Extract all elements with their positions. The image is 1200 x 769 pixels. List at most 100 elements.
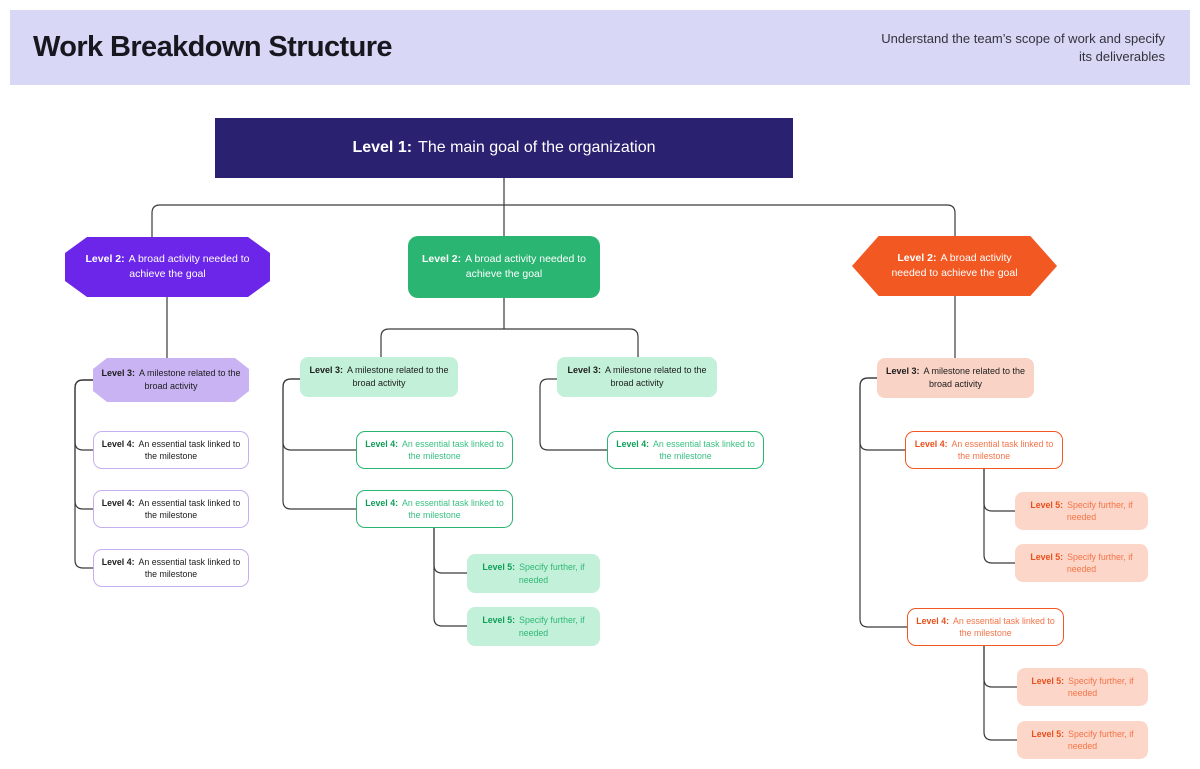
level4-task-node[interactable]: Level 4:An essential task linked to the … [356, 431, 513, 469]
level4-label-text: An essential task linked to the mileston… [953, 615, 1055, 638]
connector [380, 328, 639, 357]
level4-label-text: An essential task linked to the mileston… [402, 497, 504, 520]
level3-label-text: A milestone related to the broad activit… [346, 365, 449, 388]
level2-activity3-label-bold: Level 2: [897, 252, 937, 265]
level4-label-bold: Level 4: [616, 438, 650, 449]
level4-label-bold: Level 4: [916, 615, 950, 626]
level4-task-node[interactable]: Level 4:An essential task linked to the … [905, 431, 1063, 469]
level3-milestone-node[interactable]: Level 3:A milestone related to the broad… [557, 357, 717, 397]
level1-goal-node[interactable]: Level 1: The main goal of the organizatio… [215, 118, 793, 178]
level4-label: Level 4:An essential task linked to the … [97, 556, 245, 581]
level2-activity3-label-text: A broad activity needed to achieve the g… [891, 252, 1018, 279]
connector [74, 379, 93, 510]
level4-label-bold: Level 4: [914, 438, 948, 449]
level5-label-bold: Level 5: [1031, 728, 1065, 739]
connector [983, 469, 1015, 512]
level2-activity1-label: Level 2:A broad activity needed to achie… [81, 252, 254, 281]
level4-label: Level 4:An essential task linked to the … [611, 438, 760, 463]
level3-milestone-node[interactable]: Level 3:A milestone related to the broad… [877, 358, 1034, 398]
level5-label-text: Specify further, if needed [518, 615, 585, 638]
level2-activity3-label: Level 2:A broad activity needed to achie… [882, 251, 1027, 280]
level4-label-bold: Level 4: [101, 497, 135, 508]
level5-label-text: Specify further, if needed [1066, 499, 1133, 522]
level5-label-bold: Level 5: [1030, 551, 1064, 562]
level5-detail-node[interactable]: Level 5:Specify further, if needed [1015, 492, 1148, 530]
level3-milestone-node[interactable]: Level 3:A milestone related to the broad… [93, 358, 249, 402]
level4-task-node[interactable]: Level 4:An essential task linked to the … [93, 431, 249, 469]
level4-label-text: An essential task linked to the mileston… [138, 497, 241, 520]
level5-detail-node[interactable]: Level 5:Specify further, if needed [467, 554, 600, 593]
level4-label: Level 4:An essential task linked to the … [97, 438, 245, 463]
level2-activity3-node[interactable]: Level 2:A broad activity needed to achie… [852, 236, 1057, 296]
connector [433, 528, 467, 574]
connector [983, 469, 1015, 564]
level5-label-bold: Level 5: [482, 615, 516, 626]
connector [983, 646, 1017, 688]
connector [74, 379, 93, 451]
level5-label-text: Specify further, if needed [1067, 675, 1134, 698]
page-subtitle: Understand the team’s scope of work and … [881, 31, 1165, 64]
level4-label-text: An essential task linked to the mileston… [653, 438, 755, 461]
level4-task-node[interactable]: Level 4:An essential task linked to the … [93, 490, 249, 528]
level3-label: Level 3:A milestone related to the broad… [101, 367, 241, 392]
level4-label-bold: Level 4: [101, 438, 135, 449]
level5-detail-node[interactable]: Level 5:Specify further, if needed [467, 607, 600, 646]
level4-label: Level 4:An essential task linked to the … [97, 497, 245, 522]
connector [433, 528, 467, 627]
level2-activity2-label: Level 2:A broad activity needed to achie… [416, 252, 592, 281]
level2-activity2-node[interactable]: Level 2:A broad activity needed to achie… [408, 236, 600, 298]
connector [151, 204, 956, 240]
level2-activity2-label-text: A broad activity needed to achieve the g… [465, 253, 586, 280]
level4-label-bold: Level 4: [365, 438, 399, 449]
page-header: Work Breakdown Structure Understand the … [10, 10, 1190, 85]
connector [282, 378, 356, 510]
level5-detail-node[interactable]: Level 5:Specify further, if needed [1017, 721, 1148, 759]
level3-label-bold: Level 3: [885, 366, 920, 377]
level3-label: Level 3:A milestone related to the broad… [557, 364, 717, 389]
level2-activity2-label-bold: Level 2: [422, 253, 462, 266]
level4-label: Level 4:An essential task linked to the … [909, 438, 1059, 463]
level3-label-text: A milestone related to the broad activit… [138, 368, 241, 391]
level4-label-text: An essential task linked to the mileston… [402, 438, 504, 461]
level4-task-node[interactable]: Level 4:An essential task linked to the … [93, 549, 249, 587]
level5-label: Level 5:Specify further, if needed [1023, 728, 1142, 753]
level3-label-bold: Level 3: [309, 365, 343, 376]
level4-label: Level 4:An essential task linked to the … [360, 438, 509, 463]
connector [539, 378, 607, 451]
level5-label-text: Specify further, if needed [1066, 551, 1133, 574]
level5-label: Level 5:Specify further, if needed [1023, 675, 1142, 700]
level3-label: Level 3:A milestone related to the broad… [300, 364, 458, 389]
level5-label: Level 5:Specify further, if needed [1021, 499, 1142, 524]
level4-task-node[interactable]: Level 4:An essential task linked to the … [356, 490, 513, 528]
level3-label: Level 3:A milestone related to the broad… [877, 365, 1034, 390]
level5-label-text: Specify further, if needed [1067, 728, 1134, 751]
level4-label-text: An essential task linked to the mileston… [951, 438, 1054, 461]
level4-label-text: An essential task linked to the mileston… [138, 438, 241, 461]
level4-task-node[interactable]: Level 4:An essential task linked to the … [907, 608, 1064, 646]
level5-label-bold: Level 5: [482, 562, 516, 573]
level3-label-text: A milestone related to the broad activit… [604, 365, 707, 388]
level5-detail-node[interactable]: Level 5:Specify further, if needed [1017, 668, 1148, 706]
level5-label-text: Specify further, if needed [518, 562, 585, 585]
level1-label: The main goal of the organization [418, 138, 656, 156]
level5-label: Level 5:Specify further, if needed [473, 561, 594, 586]
level4-label: Level 4:An essential task linked to the … [360, 497, 509, 522]
level3-label-bold: Level 3: [101, 368, 135, 379]
level4-label: Level 4:An essential task linked to the … [911, 615, 1060, 640]
level3-label-text: A milestone related to the broad activit… [923, 366, 1026, 389]
page-title: Work Breakdown Structure [33, 31, 393, 63]
level4-label-text: An essential task linked to the mileston… [138, 556, 241, 579]
level5-label-bold: Level 5: [1031, 675, 1065, 686]
connector [983, 646, 1017, 741]
level3-label-bold: Level 3: [567, 365, 601, 376]
level1-label-bold: Level 1: [352, 138, 413, 156]
level3-milestone-node[interactable]: Level 3:A milestone related to the broad… [300, 357, 458, 397]
level4-task-node[interactable]: Level 4:An essential task linked to the … [607, 431, 764, 469]
level2-activity1-node[interactable]: Level 2:A broad activity needed to achie… [65, 237, 270, 297]
level5-detail-node[interactable]: Level 5:Specify further, if needed [1015, 544, 1148, 582]
connector [74, 379, 93, 569]
connector [859, 377, 907, 628]
level5-label-bold: Level 5: [1030, 499, 1064, 510]
